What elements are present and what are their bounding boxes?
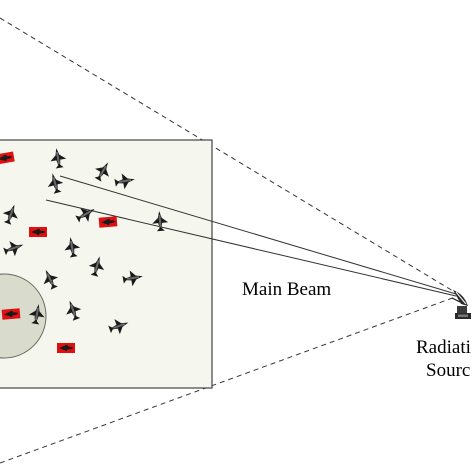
radar-dish-icon xyxy=(451,290,471,319)
radiation-label: Radiati xyxy=(416,337,471,358)
main-beam-line-upper xyxy=(59,175,457,295)
protected-zone xyxy=(0,273,47,359)
red-marked-aircraft-icon xyxy=(29,227,47,237)
target-area xyxy=(0,139,213,389)
coverage-edge-upper xyxy=(0,17,459,295)
red-marked-aircraft-icon xyxy=(98,216,118,228)
red-marked-aircraft-icon xyxy=(57,343,75,353)
main-beam-line-lower xyxy=(45,199,457,297)
source-label: Sourc xyxy=(426,360,471,381)
main-beam-label: Main Beam xyxy=(242,279,332,300)
coverage-edge-lower xyxy=(0,295,459,464)
red-marked-aircraft-icon xyxy=(1,308,21,320)
